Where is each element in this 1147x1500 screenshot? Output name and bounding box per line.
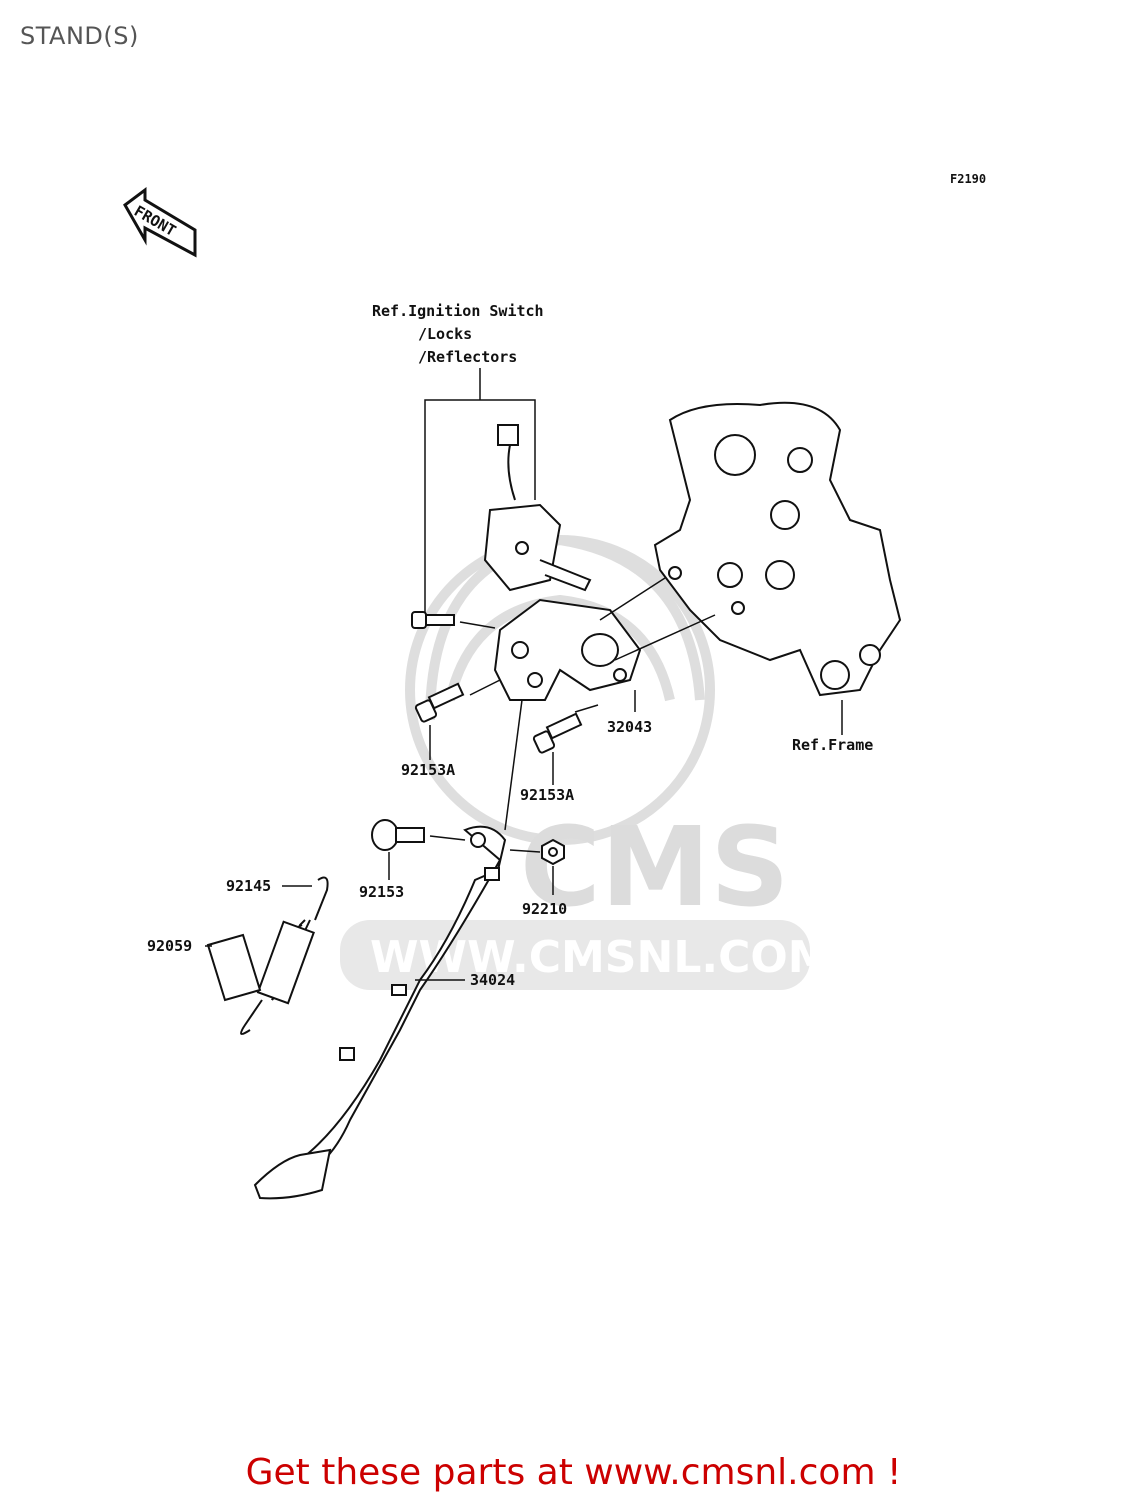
watermark-logo: CMS (520, 803, 789, 931)
figure-code: F2190 (950, 172, 987, 186)
part-label-92153: 92153 (359, 883, 404, 901)
ref-frame-label: Ref.Frame (792, 736, 873, 754)
part-label-92153A-right: 92153A (520, 786, 574, 804)
part-label-32043: 32043 (607, 718, 652, 736)
bolt-92153A-right (532, 712, 583, 754)
bracket-32043 (493, 598, 642, 701)
bolt-92153A-left (414, 682, 465, 723)
ref-ignition-line1: Ref.Ignition Switch (372, 302, 544, 320)
page-title: STAND(S) (20, 22, 139, 50)
frame (653, 401, 902, 697)
part-label-34024: 34024 (470, 971, 515, 989)
pivot-bolt-92153 (371, 819, 425, 851)
ref-ignition-line2: /Locks (418, 325, 472, 343)
part-label-92153A-left: 92153A (401, 761, 455, 779)
front-arrow-icon: FRONT (123, 187, 197, 258)
part-label-92059: 92059 (147, 937, 192, 955)
side-stand-switch (483, 424, 592, 592)
nut-92210 (541, 838, 565, 866)
sleeve-92059 (206, 933, 262, 1002)
part-label-92145: 92145 (226, 877, 271, 895)
get-parts-link[interactable]: Get these parts at www.cmsnl.com ! (245, 1452, 902, 1493)
spring-92145 (240, 876, 329, 1035)
parts-diagram: CMS WWW.CMSNL.COM FRONT Ref.Ignition Swi… (123, 187, 902, 1200)
side-stand-34024 (253, 825, 507, 1200)
bolt-upper (411, 611, 455, 629)
ref-ignition-line3: /Reflectors (418, 348, 517, 366)
part-label-92210: 92210 (522, 900, 567, 918)
